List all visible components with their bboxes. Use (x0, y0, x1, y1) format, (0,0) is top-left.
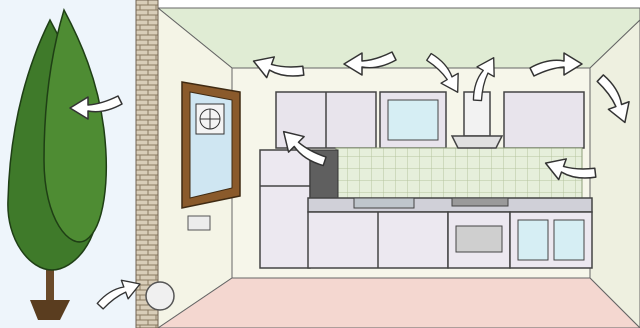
floor (158, 278, 640, 328)
stove-top (452, 198, 508, 206)
wall-vent (146, 282, 174, 310)
brick-wall (136, 0, 158, 328)
tile-backsplash (336, 148, 582, 198)
sink (354, 198, 414, 208)
wall-socket (188, 216, 210, 230)
refrigerator (260, 150, 310, 268)
upper-cabinets (276, 92, 584, 148)
right-wall (590, 20, 640, 328)
window (182, 82, 240, 208)
base-cabinets (308, 198, 592, 268)
